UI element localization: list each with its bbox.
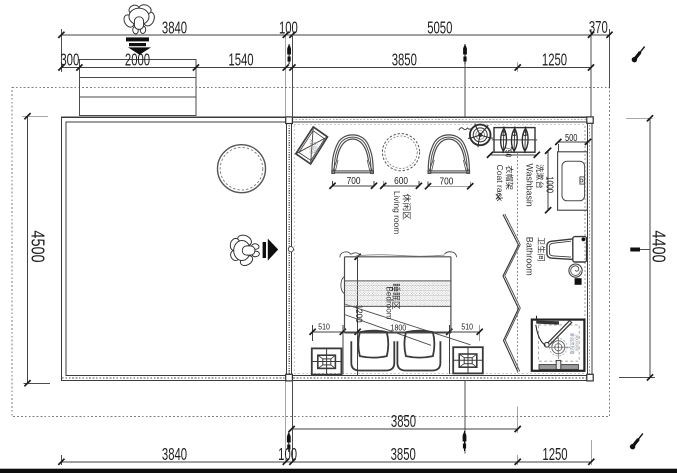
svg-text:洗漱台: 洗漱台 [535,164,545,189]
svg-text:Coat rack: Coat rack [495,165,505,202]
svg-text:1000: 1000 [544,176,555,193]
svg-text:100: 100 [279,18,298,38]
svg-text:4400: 4400 [648,230,669,262]
svg-text:370: 370 [589,18,608,38]
svg-text:510: 510 [318,322,330,332]
svg-text:500: 500 [565,132,578,143]
svg-text:4500: 4500 [27,230,48,262]
svg-text:1800: 1800 [391,323,406,333]
svg-text:100: 100 [278,445,297,465]
svg-text:2000: 2000 [125,50,150,70]
svg-text:Washbasin: Washbasin [525,164,535,207]
svg-text:Bedroom: Bedroom [385,286,394,319]
svg-text:衣帽架: 衣帽架 [504,165,514,190]
svg-text:卫生间: 卫生间 [537,237,547,262]
svg-text:3840: 3840 [162,445,187,465]
svg-text:300: 300 [60,50,79,70]
svg-text:Living room: Living room [392,191,402,234]
svg-text:3850: 3850 [391,412,416,432]
svg-text:淋浴房规格: 淋浴房规格 [569,333,576,356]
svg-text:标识牌: 标识牌 [313,142,319,154]
svg-text:3850: 3850 [392,50,417,70]
svg-text:1250: 1250 [542,50,567,70]
svg-text:休闲区: 休闲区 [401,194,412,221]
svg-text:510: 510 [461,322,473,332]
svg-text:睡眠区: 睡眠区 [391,283,402,310]
svg-text:700: 700 [347,175,361,186]
svg-text:3840: 3840 [162,18,187,38]
svg-text:Bathroom: Bathroom [525,237,535,276]
svg-text:入口形象: 入口形象 [309,139,315,155]
svg-text:1250: 1250 [542,445,567,465]
svg-text:1200: 1200 [354,305,365,323]
svg-text:3850: 3850 [391,445,416,465]
svg-text:5050: 5050 [427,18,452,38]
svg-text:700: 700 [439,176,453,187]
svg-text:900x900: 900x900 [575,335,580,352]
svg-text:600: 600 [394,175,408,186]
svg-text:1540: 1540 [228,50,253,70]
